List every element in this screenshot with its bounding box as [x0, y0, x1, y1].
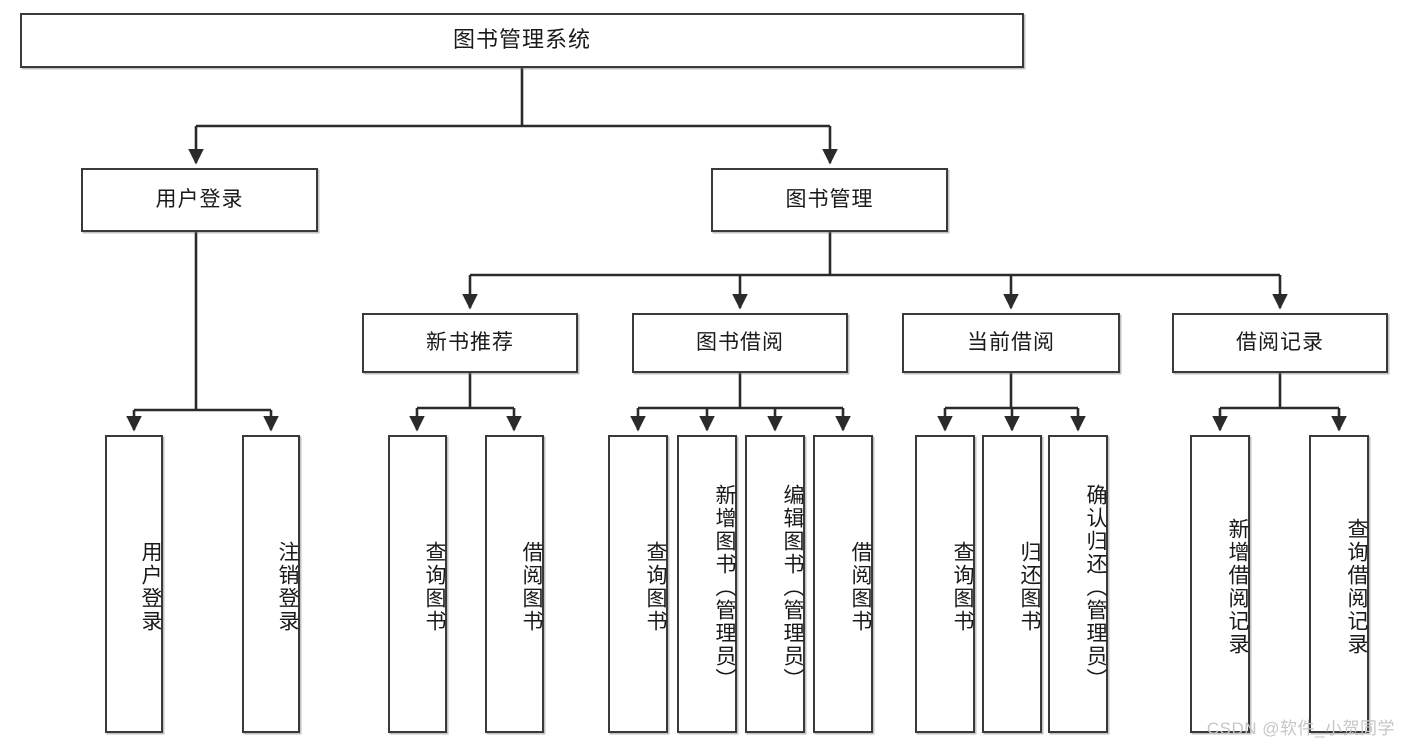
- node-label: 新书推荐: [426, 331, 514, 355]
- node-label: 注销登录: [276, 541, 299, 633]
- node-user-login[interactable]: 用户登录: [81, 168, 318, 232]
- node-label: 借阅记录: [1236, 331, 1324, 355]
- node-label: 查询图书: [951, 541, 974, 633]
- node-leaf-edit-book[interactable]: 编辑图书（管理员）: [745, 435, 805, 733]
- node-leaf-query-book-2[interactable]: 查询图书: [608, 435, 668, 733]
- csdn-watermark: CSDN @软件_小贺同学: [1206, 719, 1395, 738]
- node-current-borrow[interactable]: 当前借阅: [902, 313, 1120, 373]
- node-leaf-query-book-1[interactable]: 查询图书: [388, 435, 447, 733]
- node-label: 新增借阅记录: [1226, 518, 1249, 656]
- node-leaf-add-book[interactable]: 新增图书（管理员）: [677, 435, 737, 733]
- node-label: 归还图书: [1018, 541, 1041, 633]
- node-label: 查询图书: [423, 541, 446, 633]
- node-label: 查询借阅记录: [1345, 518, 1368, 656]
- node-new-book-recommend[interactable]: 新书推荐: [362, 313, 578, 373]
- node-label: 当前借阅: [967, 331, 1055, 355]
- node-label: 借阅图书: [520, 541, 543, 633]
- node-label: 图书管理系统: [452, 27, 591, 53]
- node-leaf-logout[interactable]: 注销登录: [242, 435, 300, 733]
- node-label: 用户登录: [155, 188, 244, 212]
- node-leaf-return-book[interactable]: 归还图书: [982, 435, 1042, 733]
- node-root-book-management-system[interactable]: 图书管理系统: [20, 13, 1024, 68]
- node-leaf-query-record[interactable]: 查询借阅记录: [1309, 435, 1369, 733]
- node-leaf-borrow-book-2[interactable]: 借阅图书: [813, 435, 873, 733]
- node-leaf-user-login[interactable]: 用户登录: [105, 435, 163, 733]
- node-borrow-record[interactable]: 借阅记录: [1172, 313, 1388, 373]
- node-label: 查询图书: [644, 541, 667, 633]
- node-label: 编辑图书（管理员）: [781, 483, 804, 691]
- node-label: 借阅图书: [849, 541, 872, 633]
- node-leaf-borrow-book-1[interactable]: 借阅图书: [485, 435, 544, 733]
- node-label: 新增图书（管理员）: [713, 483, 736, 691]
- node-label: 确认归还（管理员）: [1084, 483, 1107, 691]
- node-leaf-add-record[interactable]: 新增借阅记录: [1190, 435, 1250, 733]
- node-label: 图书管理: [785, 188, 874, 212]
- node-label: 用户登录: [139, 541, 162, 633]
- node-leaf-query-book-3[interactable]: 查询图书: [915, 435, 975, 733]
- node-book-borrow[interactable]: 图书借阅: [632, 313, 848, 373]
- node-leaf-confirm-return[interactable]: 确认归还（管理员）: [1048, 435, 1108, 733]
- node-book-management[interactable]: 图书管理: [711, 168, 948, 232]
- node-label: 图书借阅: [696, 331, 784, 355]
